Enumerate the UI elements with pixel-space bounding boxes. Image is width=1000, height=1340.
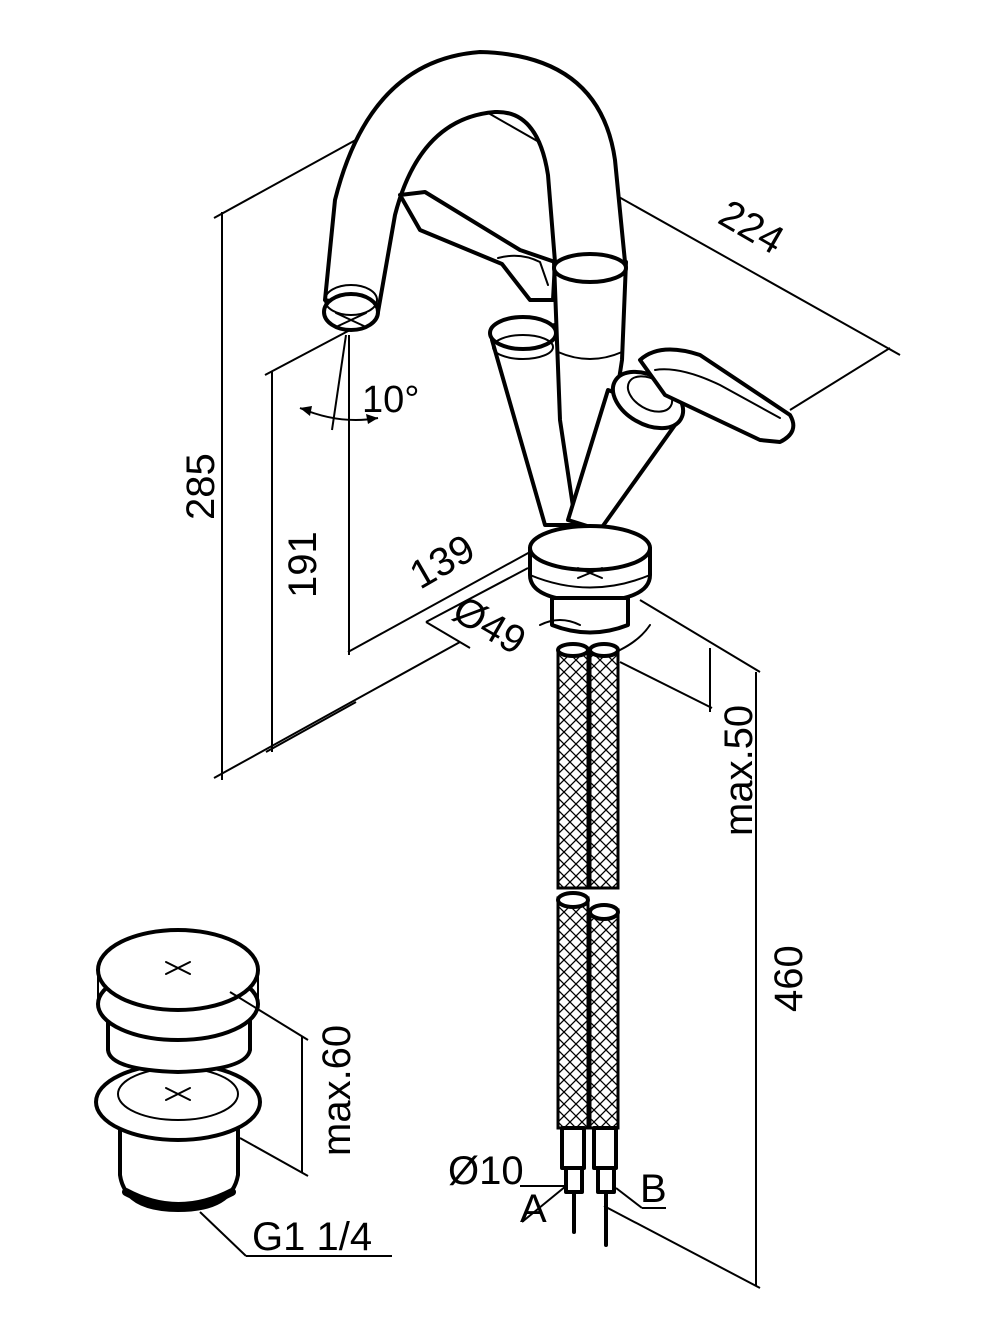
dimension-max60-label: max.60 — [315, 1025, 359, 1156]
faucet-base — [528, 524, 652, 651]
dimension-hose-length: 460 — [603, 672, 811, 1289]
dimension-swivel-angle: 10° — [299, 334, 419, 655]
faucet-column — [552, 252, 628, 522]
flexible-hoses — [556, 642, 620, 1247]
hose-callouts: Ø10 A B — [448, 1149, 667, 1231]
deck-plate-outline — [425, 567, 761, 709]
dimension-max50-label: max.50 — [717, 705, 761, 836]
waste-drain — [94, 928, 262, 1212]
dimension-total-height: 285 — [179, 119, 461, 780]
dimension-285-label: 285 — [179, 453, 223, 520]
faucet-spout — [322, 50, 627, 332]
dimension-10-degree-label: 10° — [362, 379, 419, 421]
dimension-diameter-49-label: Ø49 — [446, 588, 533, 664]
dimension-waste-height: max.60 — [229, 991, 359, 1177]
hose-label-a: A — [520, 1187, 547, 1231]
dimension-460-label: 460 — [767, 945, 811, 1012]
hose-label-b: B — [640, 1167, 667, 1211]
dimension-waste-thread: G1 1/4 — [199, 1211, 392, 1259]
dimension-224-label: 224 — [712, 192, 792, 263]
rear-handle — [398, 190, 557, 302]
dimension-spout-height: 191 — [264, 329, 357, 753]
dimension-g1-1-4-label: G1 1/4 — [252, 1215, 372, 1259]
dimension-191-label: 191 — [281, 531, 325, 598]
dimension-139-label: 139 — [403, 526, 483, 597]
dimension-max-deck-thickness: max.50 — [709, 648, 761, 836]
lever-handle — [638, 347, 796, 444]
dimension-diameter-10-label: Ø10 — [448, 1149, 524, 1193]
